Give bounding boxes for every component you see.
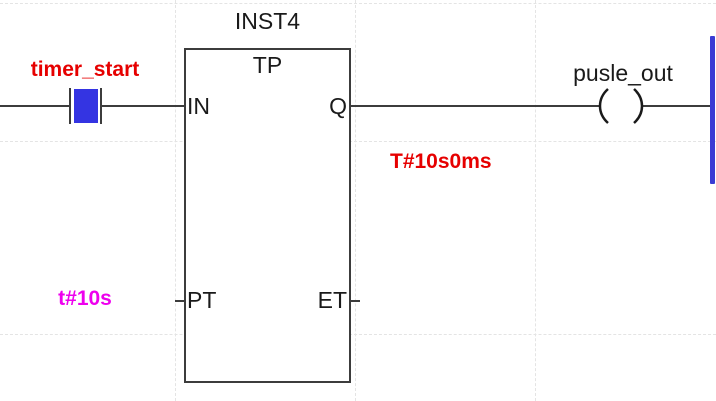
grid-line: [535, 0, 536, 401]
wire-block-q-to-coil: [351, 105, 600, 107]
contact-bar-left-icon: [69, 88, 71, 124]
coil-label[interactable]: pusle_out: [573, 60, 673, 86]
grid-line: [0, 141, 716, 142]
pt-operand-value[interactable]: t#10s: [58, 287, 112, 310]
block-type-label: TP: [252, 52, 283, 78]
contact-bar-right-icon: [100, 88, 102, 124]
grid-line: [355, 0, 356, 401]
pin-label-et: ET: [317, 287, 347, 313]
pin-label-pt: PT: [187, 287, 217, 313]
contact-state-fill: [74, 89, 98, 123]
function-block-tp[interactable]: [184, 48, 351, 383]
power-rail-right: [710, 36, 715, 184]
q-monitor-value: T#10s0ms: [390, 150, 492, 173]
grid-line: [0, 334, 716, 335]
pin-label-in: IN: [187, 93, 210, 119]
wire-contact-to-block-in: [101, 105, 184, 107]
wire-pt-stub: [175, 300, 184, 302]
grid-line: [0, 3, 716, 4]
block-instance-name[interactable]: INST4: [234, 8, 301, 34]
contact-label[interactable]: timer_start: [30, 58, 140, 81]
wire-left-rail-to-contact: [0, 105, 70, 107]
pin-label-q: Q: [329, 93, 347, 119]
coil-icon: [594, 86, 644, 126]
wire-coil-to-rail: [642, 105, 711, 107]
wire-et-stub: [351, 300, 360, 302]
grid-line: [175, 0, 176, 401]
